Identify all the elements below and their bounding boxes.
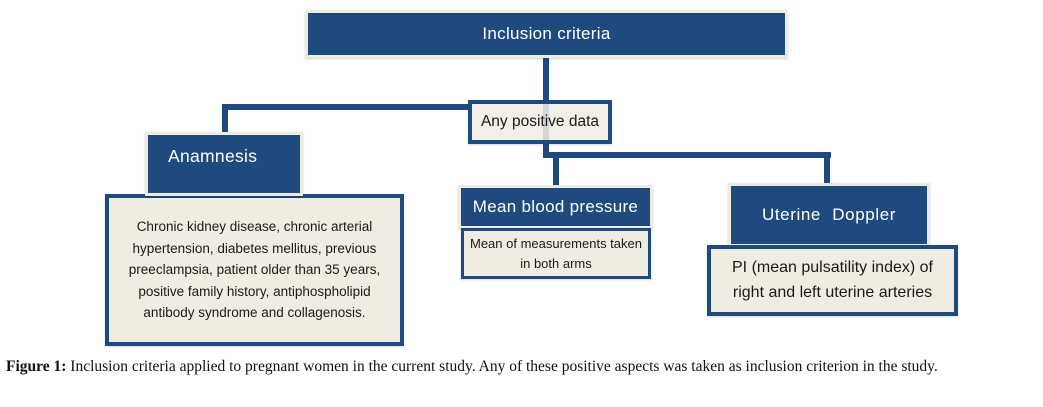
anamnesis-header-box: Anamnesis xyxy=(145,132,303,196)
connector-anamnesis-drop xyxy=(222,104,228,134)
anamnesis-header-label: Anamnesis xyxy=(168,146,258,166)
mean-blood-pressure-header-label: Mean blood pressure xyxy=(472,197,639,216)
any-positive-data-box: Any positive data xyxy=(468,100,612,144)
connector-bottom-branch-horizontal xyxy=(543,152,831,158)
inclusion-criteria-label: Inclusion criteria xyxy=(482,24,611,43)
connector-doppler-drop xyxy=(824,152,830,185)
connector-left-branch-horizontal xyxy=(222,104,472,110)
inclusion-criteria-box: Inclusion criteria xyxy=(305,10,788,58)
uterine-doppler-header-box: Uterine Doppler xyxy=(728,183,930,247)
mean-blood-pressure-detail-text: Mean of measurements taken in both arms xyxy=(470,236,642,271)
anamnesis-detail-box: Chronic kidney disease, chronic arterial… xyxy=(105,194,404,346)
figure-caption-label: Figure 1: xyxy=(6,358,67,375)
uterine-doppler-detail-box: PI (mean pulsatility index) of right and… xyxy=(707,245,958,316)
uterine-doppler-detail-text: PI (mean pulsatility index) of right and… xyxy=(732,258,933,301)
mean-blood-pressure-header-box: Mean blood pressure xyxy=(458,185,653,229)
figure-caption-text: Inclusion criteria applied to pregnant w… xyxy=(66,358,938,375)
figure-caption: Figure 1: Inclusion criteria applied to … xyxy=(6,354,1037,381)
mean-blood-pressure-detail-box: Mean of measurements taken in both arms xyxy=(461,228,651,279)
uterine-doppler-header-label: Uterine Doppler xyxy=(761,205,897,224)
connector-mbp-drop xyxy=(553,152,559,186)
anamnesis-detail-text: Chronic kidney disease, chronic arterial… xyxy=(128,219,381,321)
any-positive-data-label: Any positive data xyxy=(480,113,600,130)
